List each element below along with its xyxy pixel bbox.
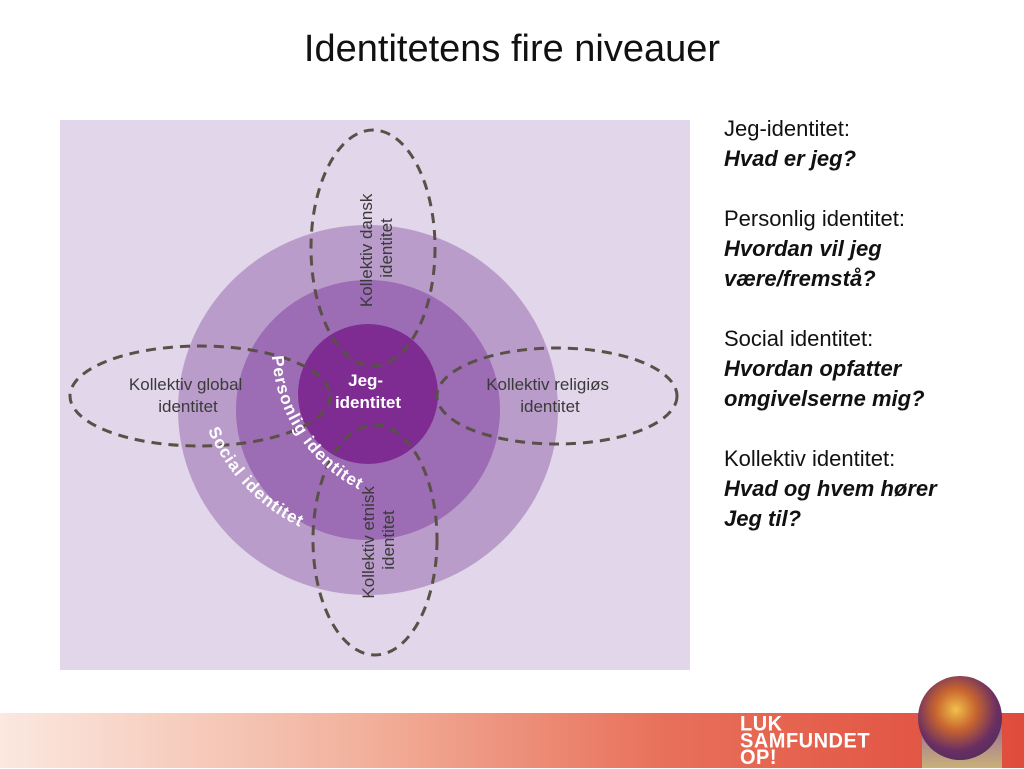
right-label-line-1: Kollektiv religiøs	[486, 375, 609, 394]
svg-text:Kollektiv dansk identite: Kollektiv dansk identitet	[357, 189, 396, 307]
svg-text:Kollektiv etnisk identit: Kollektiv etnisk identitet	[359, 481, 398, 598]
logo-photo-circle	[918, 676, 1002, 760]
qa-question: Hvad er jeg?	[724, 146, 857, 171]
identity-diagram: Jeg- identitet Personlig identitet Socia…	[60, 120, 690, 670]
svg-text:Jeg- identitet: Jeg- identitet	[335, 371, 401, 412]
footer-band	[0, 713, 1024, 768]
qa-social: Social identitet: Hvordan opfatter omgiv…	[724, 324, 1019, 414]
ellipse-left-kollektiv-global	[68, 344, 332, 448]
top-label-line-2: identitet	[377, 218, 396, 278]
page-title: Identitetens fire niveauer	[303, 28, 721, 70]
core-jeg-identitet	[298, 324, 438, 464]
svg-text:Kollektiv religiøs ident: Kollektiv religiøs identitet	[486, 375, 614, 416]
svg-text:Kollektiv global identit: Kollektiv global identitet	[129, 375, 247, 416]
identity-questions: Jeg-identitet: Hvad er jeg? Personlig id…	[724, 114, 1019, 564]
qa-label: Jeg-identitet:	[724, 116, 850, 141]
ellipse-right-kollektiv-religios	[435, 346, 679, 446]
qa-personlig: Personlig identitet: Hvordan vil jeg vær…	[724, 204, 1019, 294]
center-label-line-2: identitet	[335, 393, 401, 412]
qa-label: Personlig identitet:	[724, 206, 905, 231]
qa-label: Kollektiv identitet:	[724, 446, 896, 471]
center-label-line-1: Jeg-	[348, 371, 383, 390]
logo-text: LUK SAMFUNDET OP!	[740, 712, 871, 769]
left-label-line-1: Kollektiv global	[129, 375, 242, 394]
bottom-label-line-1: Kollektiv etnisk	[359, 486, 378, 599]
top-label-line-1: Kollektiv dansk	[357, 193, 376, 307]
bottom-label-line-2: identitet	[379, 510, 398, 570]
left-label-line-2: identitet	[158, 397, 218, 416]
qa-label: Social identitet:	[724, 326, 874, 351]
qa-jeg: Jeg-identitet: Hvad er jeg?	[724, 114, 1019, 174]
right-label-line-2: identitet	[520, 397, 580, 416]
ellipse-top-kollektiv-dansk	[309, 128, 437, 368]
qa-question: Hvordan vil jeg være/fremstå?	[724, 236, 882, 291]
ellipse-bottom-kollektiv-etnisk	[311, 423, 439, 657]
qa-kollektiv: Kollektiv identitet: Hvad og hvem hører …	[724, 444, 1019, 534]
qa-question: Hvordan opfatter omgivelserne mig?	[724, 356, 925, 411]
qa-question: Hvad og hvem hører Jeg til?	[724, 476, 937, 531]
